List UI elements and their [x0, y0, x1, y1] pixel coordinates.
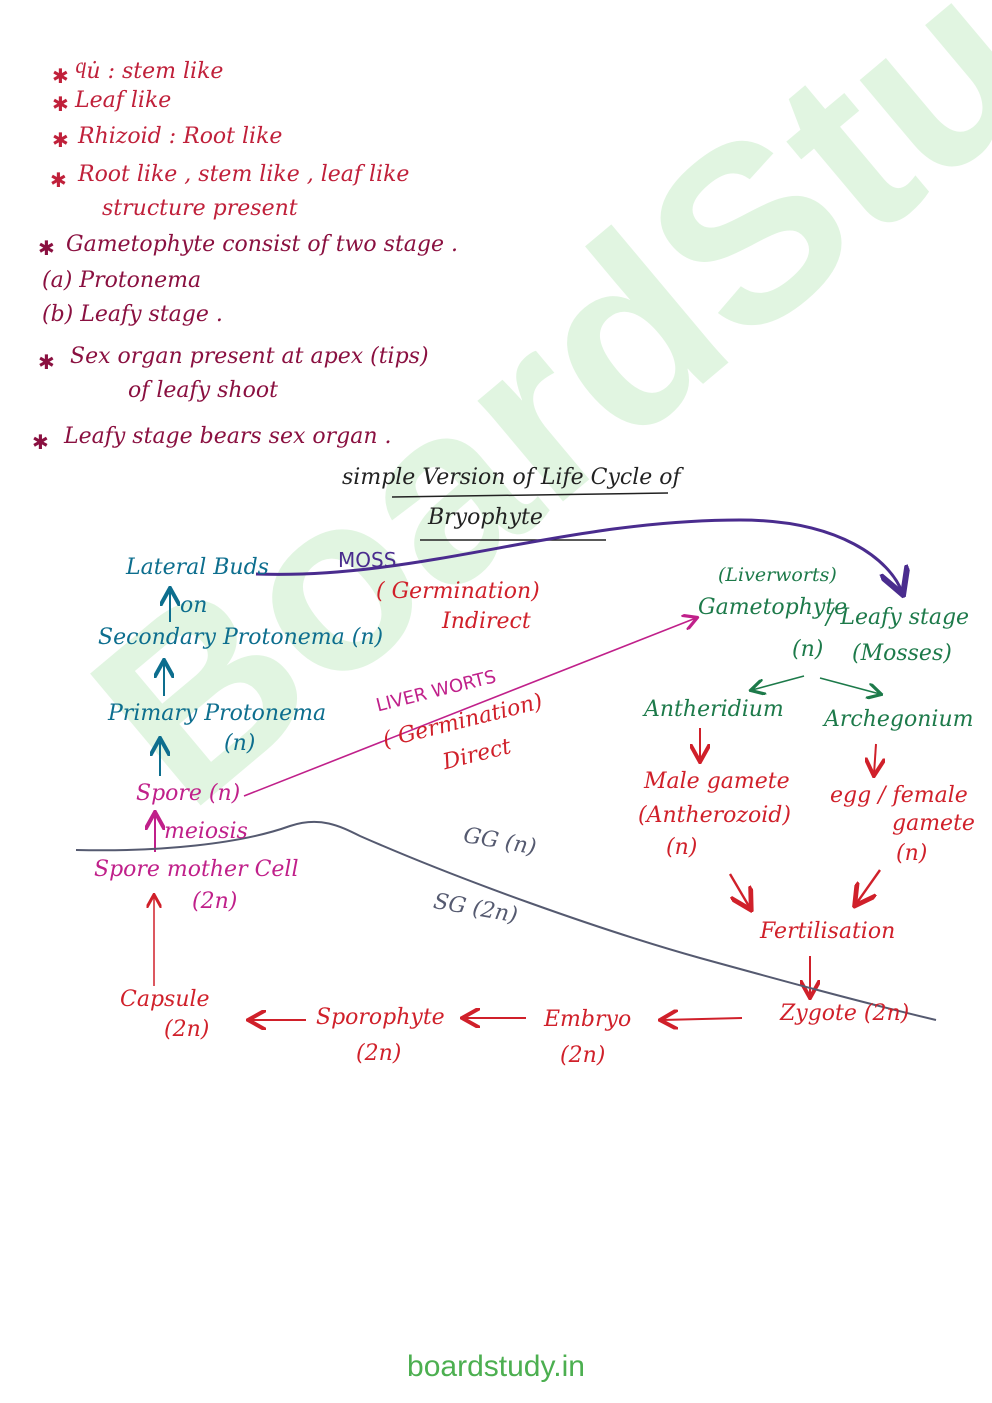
bullet-icon: ✱: [50, 168, 67, 192]
meiosis-label: meiosis: [164, 819, 248, 844]
moss-label: MOSS: [338, 548, 397, 572]
liverworts-tag: (Liverworts): [718, 564, 837, 586]
capsule-label: Capsule: [120, 987, 210, 1012]
arrow-to-archegonium: [819, 677, 880, 694]
embryo-ploidy: (2n): [560, 1043, 606, 1068]
note-line: (b) Leafy stage .: [42, 302, 223, 327]
spore-label: Spore (n): [136, 781, 241, 806]
arrow-to-antheridium: [752, 675, 805, 690]
primary-protonema-label: Primary Protonema: [108, 701, 327, 726]
antheridium-label: Antheridium: [644, 697, 784, 722]
bullet-icon: ✱: [52, 128, 69, 152]
note-line: Sex organ present at apex (tips): [70, 344, 429, 369]
moss-indirect-label: Indirect: [442, 609, 531, 634]
arrow-to-egg: [874, 743, 876, 774]
note-line: Root like , stem like , leaf like: [78, 162, 410, 187]
diagram-title: simple Version of Life Cycle of: [342, 465, 681, 490]
bullet-icon: ✱: [32, 430, 49, 454]
sporophyte-ploidy: (2n): [356, 1041, 402, 1066]
bullet-icon: ✱: [52, 92, 69, 116]
gamete-label: gamete: [892, 811, 975, 836]
gametophyte-ploidy: (n): [792, 637, 824, 662]
archegonium-label: Archegonium: [824, 707, 974, 732]
note-line: Rhizoid : Root like: [78, 124, 283, 149]
bullet-icon: ✱: [52, 64, 69, 88]
footer-url: boardstudy.in: [407, 1350, 585, 1383]
note-line: Leafy stage bears sex organ .: [64, 424, 392, 449]
capsule-ploidy: (2n): [164, 1017, 210, 1042]
diagram-subtitle: Bryophyte: [428, 505, 543, 530]
moss-germination-label: ( Germination): [376, 579, 540, 604]
liverworts-arrow: [243, 618, 696, 797]
secondary-protonema-label: Secondary Protonema (n): [98, 625, 384, 650]
arrow-egg-to-fert: [856, 869, 881, 904]
male-gamete-label: Male gamete: [644, 769, 790, 794]
leafy-stage-label: / Leafy stage: [826, 605, 970, 630]
lateral-buds-label: Lateral Buds: [126, 555, 269, 580]
fertilisation-label: Fertilisation: [760, 919, 896, 944]
antherozoid-label: (Antherozoid): [638, 803, 791, 828]
spore-mother-cell-label: Spore mother Cell: [94, 857, 299, 882]
note-line: (a) Protonema: [42, 268, 202, 293]
arrow-male-to-fert: [728, 873, 750, 908]
on-label: on: [180, 593, 208, 618]
egg-ploidy: (n): [896, 841, 928, 866]
moss-arrow: [255, 518, 902, 592]
bullet-icon: ✱: [38, 236, 55, 260]
note-line: of leafy shoot: [128, 378, 278, 403]
note-line: ϥu̇ : stem like: [75, 59, 224, 84]
note-line: Leaf like: [75, 88, 172, 113]
embryo-label: Embryo: [544, 1007, 632, 1032]
egg-label: egg / female: [830, 783, 968, 808]
spore-mother-cell-ploidy: (2n): [192, 889, 238, 914]
generation-boundary: [75, 820, 937, 1021]
title-underline: [391, 492, 669, 498]
gametophyte-label: Gametophyte: [698, 595, 848, 620]
mosses-tag: (Mosses): [852, 641, 952, 666]
bullet-icon: ✱: [38, 350, 55, 374]
note-line: Gametophyte consist of two stage .: [66, 232, 459, 257]
zygote-label: Zygote (2n): [780, 1001, 910, 1026]
arrow-zygote-to-embryo: [662, 1018, 743, 1020]
note-line: structure present: [102, 196, 298, 221]
male-gamete-ploidy: (n): [666, 835, 698, 860]
primary-protonema-ploidy: (n): [224, 731, 256, 756]
sporophyte-label: Sporophyte: [316, 1005, 445, 1030]
